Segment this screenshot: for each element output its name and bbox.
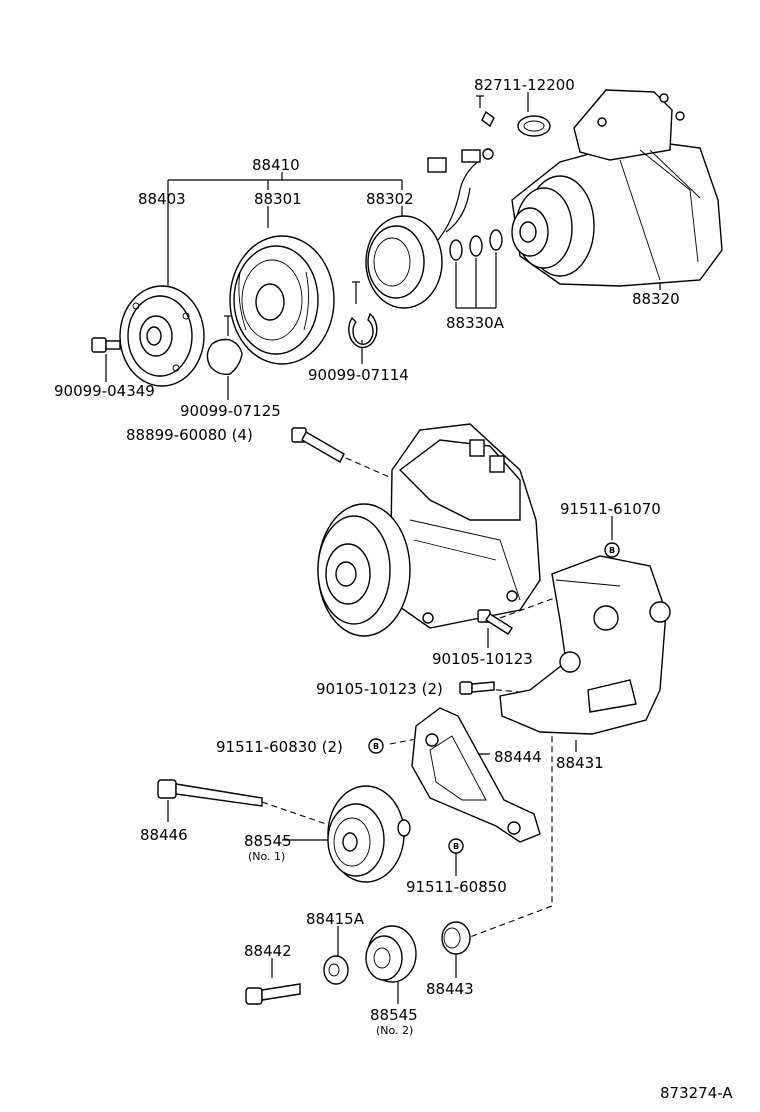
spacer-88443 bbox=[441, 921, 471, 955]
label-88446: 88446 bbox=[140, 826, 188, 844]
badge-b-60850: B bbox=[448, 838, 464, 854]
shims-88330A bbox=[449, 229, 503, 261]
label-90099-07114: 90099-07114 bbox=[308, 366, 409, 384]
shim-90099-07125 bbox=[206, 338, 243, 376]
label-90099-07125: 90099-07125 bbox=[180, 402, 281, 420]
label-91511-60830: 91511-60830 (2) bbox=[216, 738, 343, 756]
label-88443: 88443 bbox=[426, 980, 474, 998]
figure-id: 873274-A bbox=[660, 1084, 733, 1102]
bolt-90105-10123-upper bbox=[477, 609, 513, 635]
clamp-82711 bbox=[481, 110, 551, 137]
bolt-88442 bbox=[245, 983, 301, 1005]
bracket-88444 bbox=[411, 707, 541, 843]
pulley-88545-no2 bbox=[365, 925, 417, 983]
label-88545-no1: 88545 bbox=[244, 832, 292, 850]
label-91511-60850: 91511-60850 bbox=[406, 878, 507, 896]
compressor-88320 bbox=[511, 89, 723, 287]
clutch-hub-88403 bbox=[119, 285, 205, 387]
badge-b-61070-text: B bbox=[609, 546, 615, 555]
label-88545-no2: 88545 bbox=[370, 1006, 418, 1024]
label-88545-no2-note: (No. 2) bbox=[376, 1024, 413, 1037]
bracket-88431 bbox=[499, 555, 671, 735]
label-88899-60080: 88899-60080 (4) bbox=[126, 426, 253, 444]
label-88410: 88410 bbox=[252, 156, 300, 174]
label-88431: 88431 bbox=[556, 754, 604, 772]
label-88403: 88403 bbox=[138, 190, 186, 208]
badge-b-60830-text: B bbox=[373, 742, 379, 751]
bolt-90105-10123-lower bbox=[459, 681, 495, 695]
label-82711-12200: 82711-12200 bbox=[474, 76, 575, 94]
badge-b-60850-text: B bbox=[453, 842, 459, 851]
label-88545-no1-note: (No. 1) bbox=[248, 850, 285, 863]
pulley-88301 bbox=[229, 235, 335, 365]
label-90105-10123-lower: 90105-10123 (2) bbox=[316, 680, 443, 698]
compressor-assembly bbox=[317, 423, 541, 637]
label-90099-04349: 90099-04349 bbox=[54, 382, 155, 400]
field-coil-88302 bbox=[365, 148, 494, 309]
part-labels: 82711-12200 88410 88403 88301 88302 8832… bbox=[54, 76, 733, 1102]
label-88442: 88442 bbox=[244, 942, 292, 960]
label-88330A: 88330A bbox=[446, 314, 505, 332]
bolt-88899-60080 bbox=[291, 427, 345, 463]
label-88302: 88302 bbox=[366, 190, 414, 208]
label-88415A: 88415A bbox=[306, 910, 365, 928]
leader-lines bbox=[105, 92, 661, 1004]
badge-b-60830: B bbox=[368, 738, 384, 754]
label-91511-61070: 91511-61070 bbox=[560, 500, 661, 518]
badge-b-61070: B bbox=[604, 542, 620, 558]
label-88320: 88320 bbox=[632, 290, 680, 308]
label-90105-10123-upper: 90105-10123 bbox=[432, 650, 533, 668]
snap-ring-90099-07114 bbox=[348, 312, 378, 349]
label-88301: 88301 bbox=[254, 190, 302, 208]
label-88444: 88444 bbox=[494, 748, 542, 766]
collar-88415A bbox=[323, 955, 349, 985]
bolt-90099-04349 bbox=[91, 337, 121, 353]
bolt-88446 bbox=[157, 779, 263, 807]
idler-pulley-88545-no1 bbox=[327, 785, 411, 883]
